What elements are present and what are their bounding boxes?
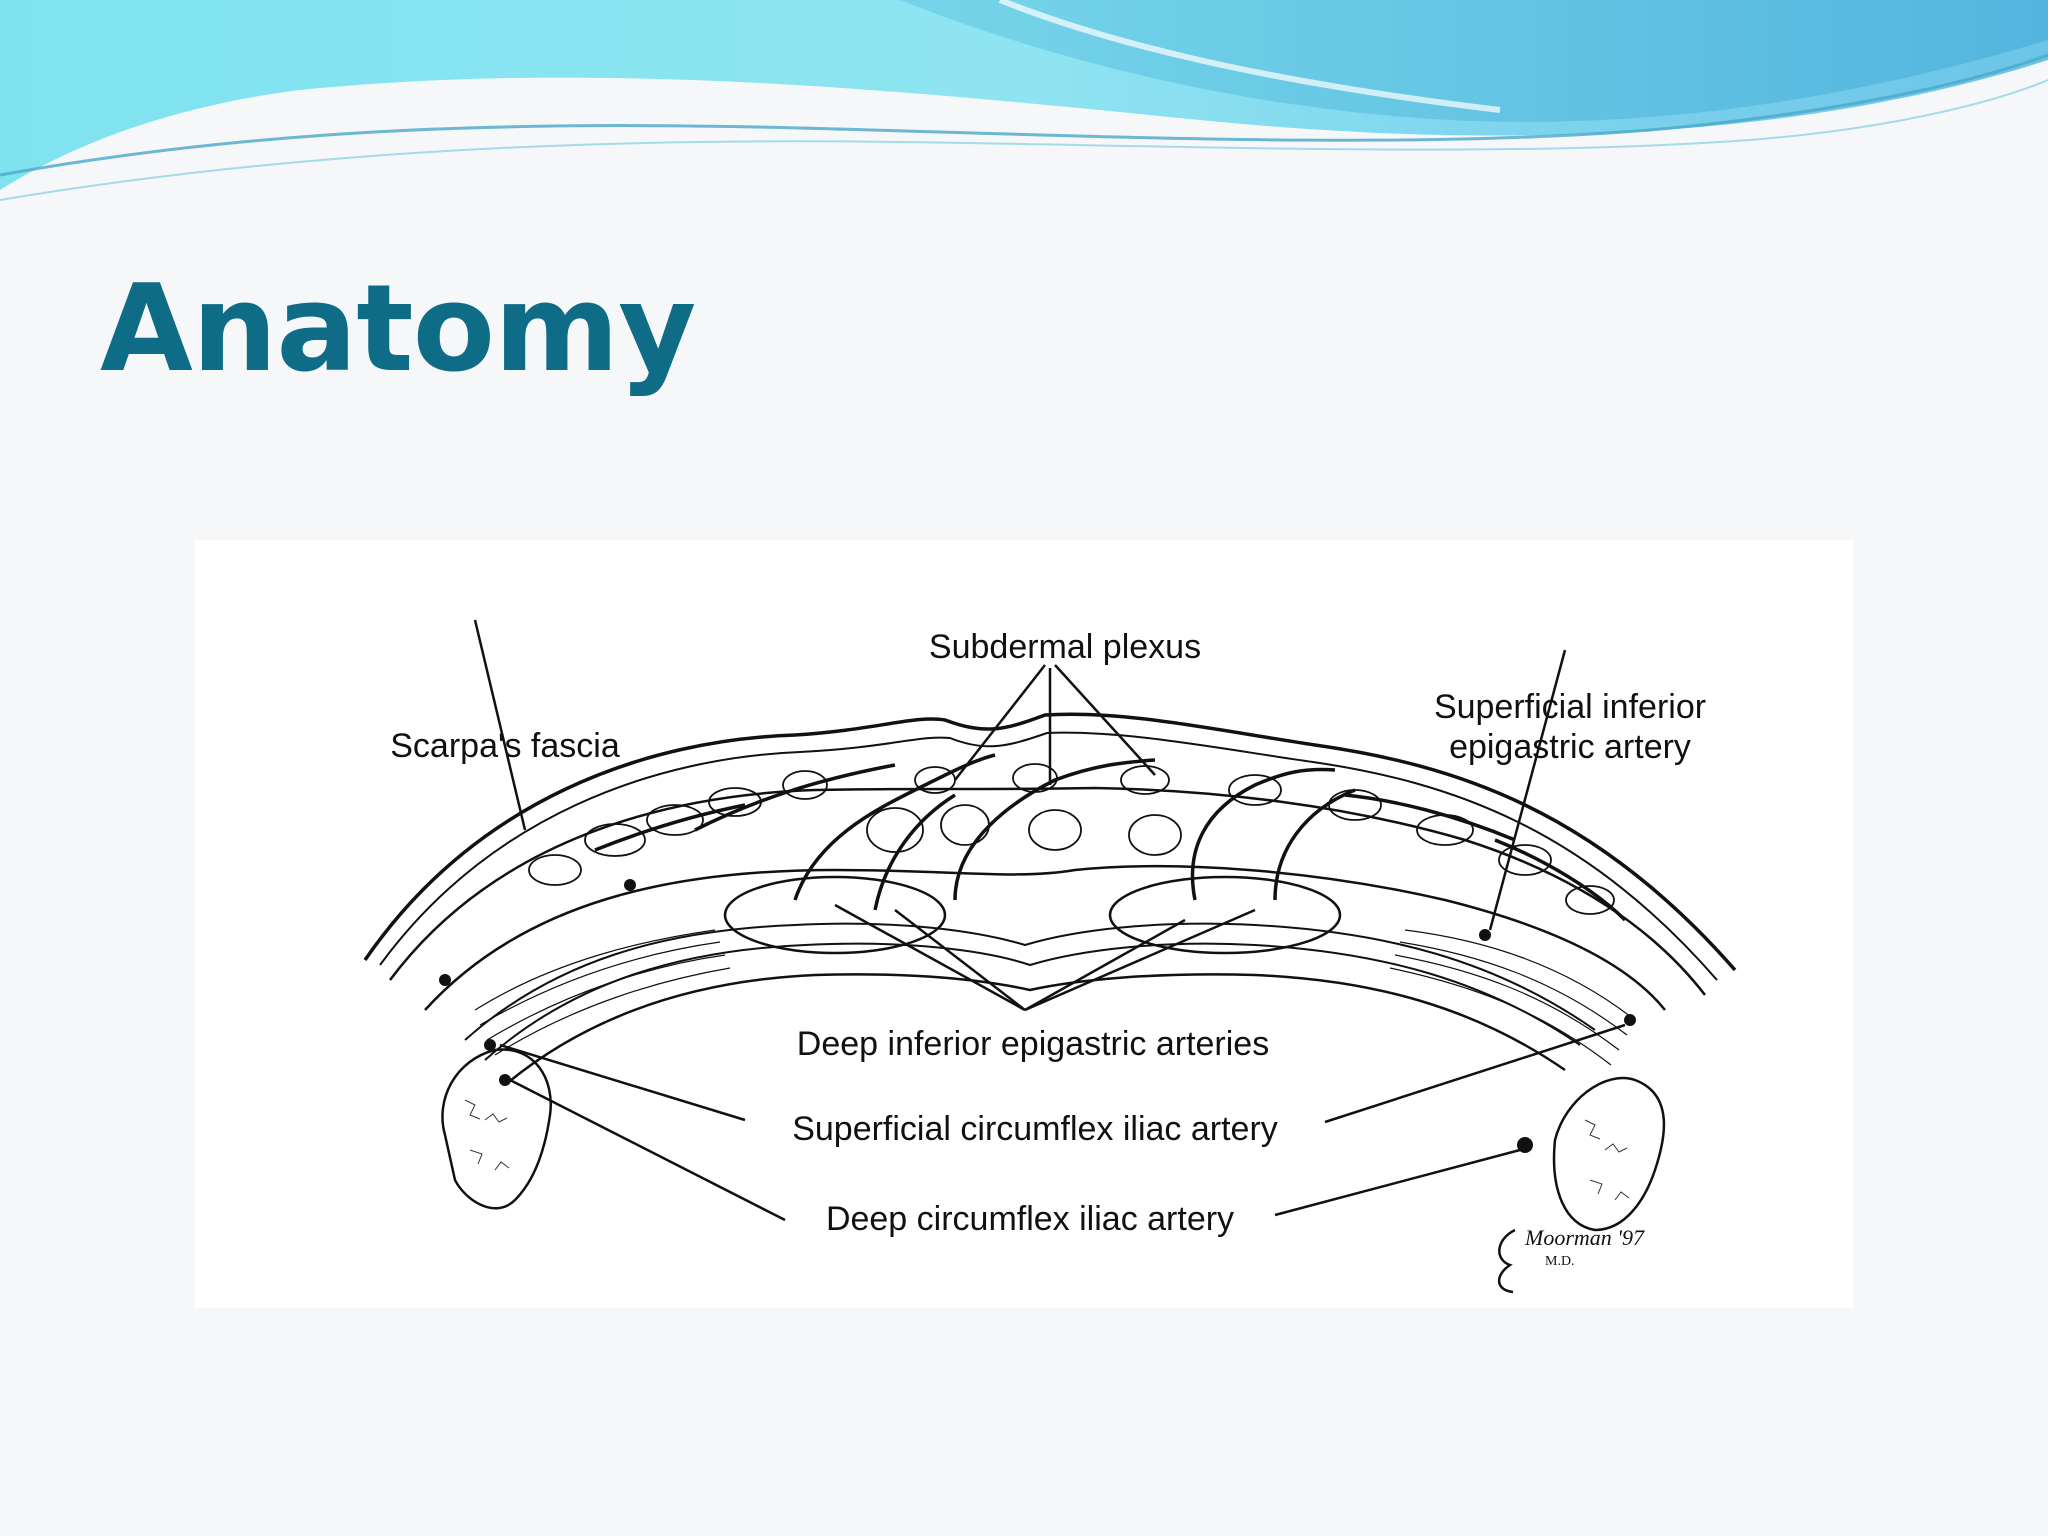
leader-lines — [473, 619, 1626, 1222]
svg-text:Moorman '97: Moorman '97 — [1524, 1225, 1645, 1250]
anatomy-figure: Subdermal plexus Scarpa's fascia Superfi… — [195, 540, 1853, 1308]
label-superficial-inferior-line2: epigastric artery — [1449, 728, 1691, 766]
svg-text:M.D.: M.D. — [1545, 1254, 1575, 1269]
label-superficial-inferior-line1: Superficial inferior — [1434, 688, 1706, 726]
slide-title: Anatomy — [100, 260, 696, 399]
label-deep-inferior-epigastric: Deep inferior epigastric arteries — [797, 1025, 1269, 1063]
header-wave-banner — [0, 0, 2048, 201]
label-superficial-circumflex-iliac: Superficial circumflex iliac artery — [792, 1110, 1278, 1148]
label-subdermal-plexus: Subdermal plexus — [929, 628, 1201, 666]
label-deep-circumflex-iliac: Deep circumflex iliac artery — [826, 1200, 1234, 1238]
abdominal-wall-cross-section: Subdermal plexus Scarpa's fascia Superfi… — [363, 619, 1737, 1294]
label-scarpas-fascia: Scarpa's fascia — [390, 727, 620, 765]
artist-signature: Moorman '97 M.D. — [1497, 1225, 1645, 1294]
